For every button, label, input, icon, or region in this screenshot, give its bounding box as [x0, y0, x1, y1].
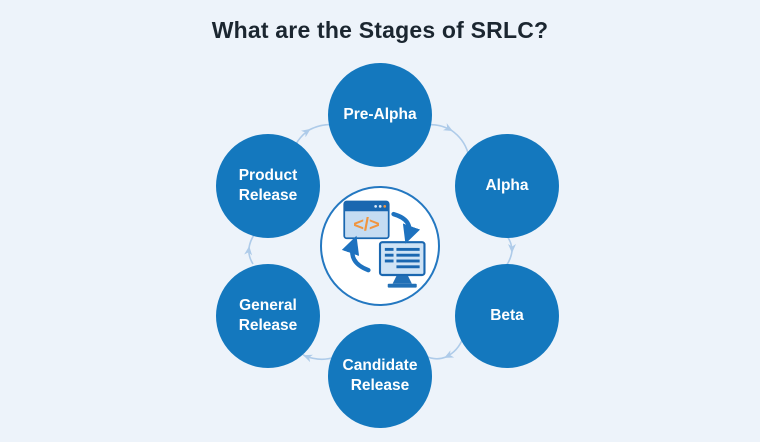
- page-title: What are the Stages of SRLC?: [211, 17, 549, 43]
- stage-circle-product-release: Product Release: [216, 134, 320, 238]
- stage-label-alpha: Alpha: [485, 176, 529, 194]
- code-symbol: </>: [353, 214, 380, 235]
- stage-circle-alpha: Alpha: [455, 134, 559, 238]
- stage-circle-general-release: General Release: [216, 264, 320, 368]
- connector-alpha-to-beta: [505, 235, 516, 267]
- stage-label-candidate-release: Candidate Release: [342, 356, 418, 394]
- cycle-arrow-bottom-icon: [341, 235, 371, 273]
- window-dot-icon: [378, 205, 382, 208]
- stage-label-general-release: General Release: [238, 296, 298, 334]
- center-circle: </>: [320, 186, 440, 306]
- stage-circle-pre-alpha: Pre-Alpha: [328, 63, 432, 167]
- cycle-arrow-top-icon: [391, 211, 421, 244]
- stage-circle-beta: Beta: [455, 264, 559, 368]
- monitor-base: [387, 283, 417, 288]
- stage-label-pre-alpha: Pre-Alpha: [343, 105, 417, 123]
- monitor-icon: [378, 241, 426, 288]
- stage-label-product-release: Product Release: [238, 166, 298, 204]
- stage-label-beta: Beta: [490, 306, 524, 324]
- connector-general-release-to-product-release: [244, 234, 255, 265]
- stage-circle-candidate-release: Candidate Release: [328, 324, 432, 428]
- window-titlebar: [344, 201, 389, 212]
- software-release-cycle-icon: </>: [341, 200, 426, 288]
- code-window-icon: </>: [343, 200, 390, 240]
- monitor-stand: [392, 275, 412, 284]
- window-dot-icon: [383, 205, 387, 208]
- window-dot-icon: [374, 205, 378, 208]
